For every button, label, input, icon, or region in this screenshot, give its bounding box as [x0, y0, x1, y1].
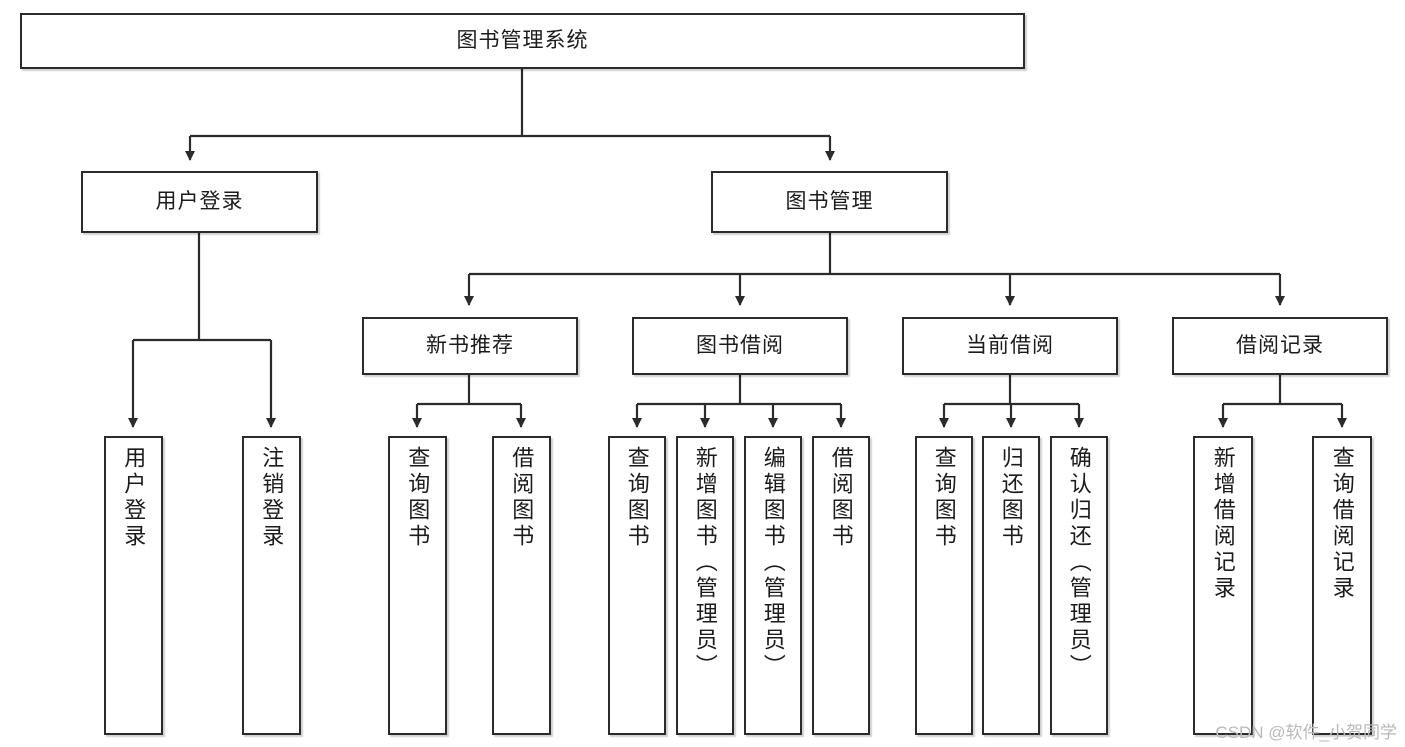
- node-current-borrow[interactable]: 当前借阅: [902, 317, 1118, 375]
- leaf-label: 借阅图书: [828, 446, 854, 550]
- node-root-label: 图书管理系统: [456, 28, 589, 52]
- node-borrow-record[interactable]: 借阅记录: [1172, 317, 1388, 375]
- node-current-borrow-label: 当前借阅: [966, 333, 1054, 357]
- leaf-label: 查询图书: [405, 446, 431, 550]
- leaf-borrow-edit-book[interactable]: 编辑图书（管理员）: [744, 436, 802, 735]
- node-user-login-label: 用户登录: [155, 189, 244, 213]
- leaf-user-login-logout[interactable]: 注销登录: [242, 436, 301, 735]
- leaf-label: 确认归还（管理员）: [1066, 446, 1092, 680]
- node-new-book-recommend-label: 新书推荐: [426, 333, 514, 357]
- node-book-borrow[interactable]: 图书借阅: [632, 317, 848, 375]
- leaf-label: 查询图书: [624, 446, 650, 550]
- leaf-current-confirm-return[interactable]: 确认归还（管理员）: [1050, 436, 1108, 735]
- leaf-label: 新增图书（管理员）: [692, 446, 718, 680]
- leaf-label: 用户登录: [121, 446, 147, 550]
- leaf-user-login-login[interactable]: 用户登录: [104, 436, 163, 735]
- leaf-label: 查询图书: [931, 446, 957, 550]
- leaf-borrow-query-book[interactable]: 查询图书: [608, 436, 666, 735]
- leaf-label: 归还图书: [998, 446, 1024, 550]
- leaf-new-book-borrow[interactable]: 借阅图书: [492, 436, 551, 735]
- node-borrow-record-label: 借阅记录: [1236, 333, 1324, 357]
- leaf-label: 查询借阅记录: [1329, 446, 1355, 602]
- leaf-record-add-record[interactable]: 新增借阅记录: [1193, 436, 1253, 735]
- leaf-borrow-add-book[interactable]: 新增图书（管理员）: [676, 436, 734, 735]
- leaf-label: 注销登录: [259, 446, 285, 550]
- leaf-current-return-book[interactable]: 归还图书: [982, 436, 1040, 735]
- node-user-login[interactable]: 用户登录: [81, 171, 318, 233]
- node-book-management-label: 图书管理: [785, 189, 874, 213]
- leaf-label: 编辑图书（管理员）: [760, 446, 786, 680]
- leaf-label: 借阅图书: [509, 446, 535, 550]
- node-new-book-recommend[interactable]: 新书推荐: [362, 317, 578, 375]
- watermark: CSDN @软件_小贺同学: [1215, 723, 1397, 742]
- leaf-new-book-query[interactable]: 查询图书: [388, 436, 447, 735]
- leaf-label: 新增借阅记录: [1210, 446, 1236, 602]
- node-root[interactable]: 图书管理系统: [20, 13, 1025, 69]
- leaf-current-query-book[interactable]: 查询图书: [915, 436, 973, 735]
- node-book-management[interactable]: 图书管理: [711, 171, 948, 233]
- leaf-record-query-record[interactable]: 查询借阅记录: [1312, 436, 1372, 735]
- leaf-borrow-borrow-book[interactable]: 借阅图书: [812, 436, 870, 735]
- node-book-borrow-label: 图书借阅: [696, 333, 784, 357]
